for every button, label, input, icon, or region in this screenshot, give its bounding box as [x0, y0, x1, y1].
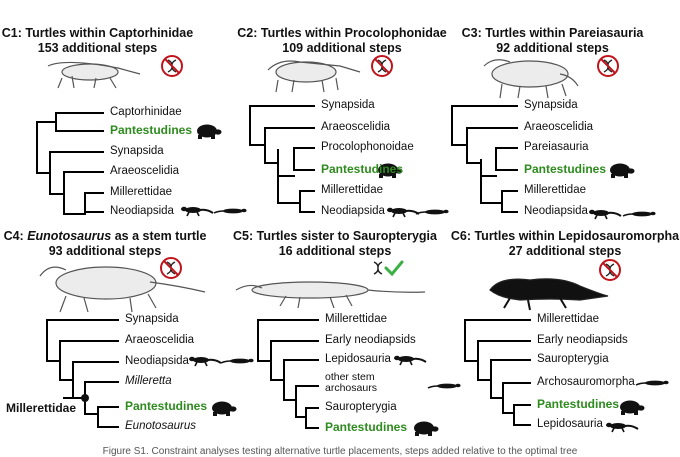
tip-label-pantestudines: Pantestudines — [110, 123, 193, 137]
panel-title-c4-italic: Eunotosaurus — [27, 229, 112, 243]
node-marker — [81, 394, 89, 402]
lizard-icon — [415, 208, 450, 216]
figure-caption: Figure S1. Constraint analyses testing a… — [102, 446, 578, 457]
panel-title-c2: C2: Turtles within Procolophonidae 109 a… — [232, 26, 452, 56]
tip-label: Araeoscelidia — [524, 121, 594, 133]
lizard-icon — [386, 206, 420, 218]
lizard-icon — [220, 357, 255, 365]
lizard-icon — [393, 354, 427, 366]
turtle-icon — [197, 124, 222, 139]
tip-label-pantestudines: Pantestudines — [524, 162, 607, 176]
panel-steps-c5: 16 additional steps — [278, 244, 392, 258]
tip-label: Neodiapsida — [110, 205, 174, 217]
tip-label: Pareiasauria — [524, 141, 589, 153]
tip-label: Archosauromorpha — [537, 376, 635, 388]
skeleton-illustration-c4 — [39, 266, 206, 313]
tip-label: Millerettidae — [325, 313, 387, 325]
panel-steps-c1: 153 additional steps — [37, 41, 158, 55]
tip-label-pantestudines: Pantestudines — [537, 397, 620, 411]
turtle-icon — [414, 421, 439, 436]
tip-label-pantestudines: Pantestudines — [125, 399, 208, 413]
tip-label: Neodiapsida — [321, 205, 385, 217]
tip-label: Early neodiapsids — [325, 334, 416, 346]
node-label-millerettidae: Millerettidae — [6, 401, 77, 415]
tree-c3 — [451, 105, 518, 213]
tip-label: Lepidosauria — [537, 418, 603, 430]
skeleton-illustration-c1 — [47, 61, 141, 89]
tree-c6 — [464, 319, 531, 426]
tip-label: Lepidosauria — [325, 353, 391, 365]
skeleton-illustration-c3 — [483, 59, 579, 99]
tip-label: Neodiapsida — [524, 205, 588, 217]
tip-label: Araeoscelidia — [321, 121, 391, 133]
panel-title-c4-suffix: as a stem turtle — [111, 229, 207, 243]
panel-steps-c6: 27 additional steps — [508, 244, 622, 258]
tip-label: Synapsida — [125, 313, 179, 325]
dna-check-icon — [373, 260, 404, 277]
tip-label: Early neodiapsids — [537, 334, 628, 346]
turtle-icon — [212, 401, 237, 416]
no-dna-icon — [160, 257, 182, 279]
panel-title-c3-name: C3: Turtles within Pareiasauria — [461, 26, 644, 40]
lizard-icon — [605, 421, 639, 433]
tip-label: Neodiapsida — [125, 355, 189, 367]
lizard-icon — [622, 210, 657, 218]
tree-c1 — [36, 112, 104, 215]
lizard-icon — [188, 355, 222, 367]
lizard-icon — [427, 382, 462, 390]
panel-title-c2-name: C2: Turtles within Procolophonidae — [237, 26, 447, 40]
tip-label: Araeoscelidia — [110, 165, 180, 177]
tip-label: Eunotosaurus — [125, 420, 196, 432]
tip-label-pantestudines: Pantestudines — [325, 420, 408, 434]
panel-title-c3: C3: Turtles within Pareiasauria 92 addit… — [445, 26, 660, 56]
panel-title-c4-name: C4: Eunotosaurus as a stem turtle — [0, 229, 210, 244]
no-dna-icon — [161, 55, 183, 77]
panel-title-c1-name: C1: Turtles within Captorhinidae — [1, 26, 194, 40]
tip-label: Araeoscelidia — [125, 334, 195, 346]
skeleton-illustration-c6 — [489, 278, 609, 311]
skeleton-illustration-c2 — [267, 60, 361, 93]
panel-title-c4: C4: Eunotosaurus as a stem turtle 93 add… — [0, 229, 210, 259]
tip-label: Sauropterygia — [537, 353, 609, 365]
tip-label: Synapsida — [321, 99, 375, 111]
tip-label-pantestudines: Pantestudines — [321, 162, 404, 176]
tip-label: Milleretta — [125, 375, 172, 387]
panel-steps-c3: 92 additional steps — [496, 41, 609, 55]
tip-label: Sauropterygia — [325, 401, 397, 413]
tip-label: Millerettidae — [537, 313, 599, 325]
panel-title-c4-prefix: C4: — [3, 229, 28, 243]
tree-c2 — [249, 105, 315, 213]
tip-label: Captorhinidae — [110, 106, 182, 118]
turtle-icon — [610, 163, 635, 178]
no-dna-icon — [597, 55, 619, 77]
tip-label: Millerettidae — [110, 186, 172, 198]
lizard-icon — [588, 208, 622, 220]
tree-c4 — [46, 319, 119, 428]
tip-label: archosaurs — [325, 382, 377, 394]
tip-label: Millerettidae — [524, 184, 586, 196]
tip-label: other stem — [325, 371, 375, 383]
panel-steps-c2: 109 additional steps — [282, 41, 402, 55]
skeleton-illustration-c5 — [235, 281, 426, 309]
panel-title-c6-name: C6: Turtles within Lepidosauromorpha — [450, 229, 680, 243]
panel-title-c1: C1: Turtles within Captorhinidae 153 add… — [0, 26, 195, 56]
tip-label: Synapsida — [110, 145, 164, 157]
lizard-icon — [635, 379, 670, 387]
tip-label: Procolophonoidae — [321, 141, 414, 153]
tree-c5 — [257, 319, 319, 429]
no-dna-icon — [371, 55, 393, 77]
tip-label: Millerettidae — [321, 184, 383, 196]
lizard-icon — [180, 205, 214, 217]
panel-title-c5-name: C5: Turtles sister to Sauropterygia — [233, 229, 437, 243]
lizard-icon — [213, 207, 248, 215]
panel-title-c5: C5: Turtles sister to Sauropterygia 16 a… — [220, 229, 450, 259]
no-dna-icon — [599, 259, 621, 281]
panel-title-c6: C6: Turtles within Lepidosauromorpha 27 … — [450, 229, 680, 259]
panel-steps-c4: 93 additional steps — [48, 244, 162, 258]
tip-label: Synapsida — [524, 99, 578, 111]
turtle-icon — [620, 400, 645, 415]
